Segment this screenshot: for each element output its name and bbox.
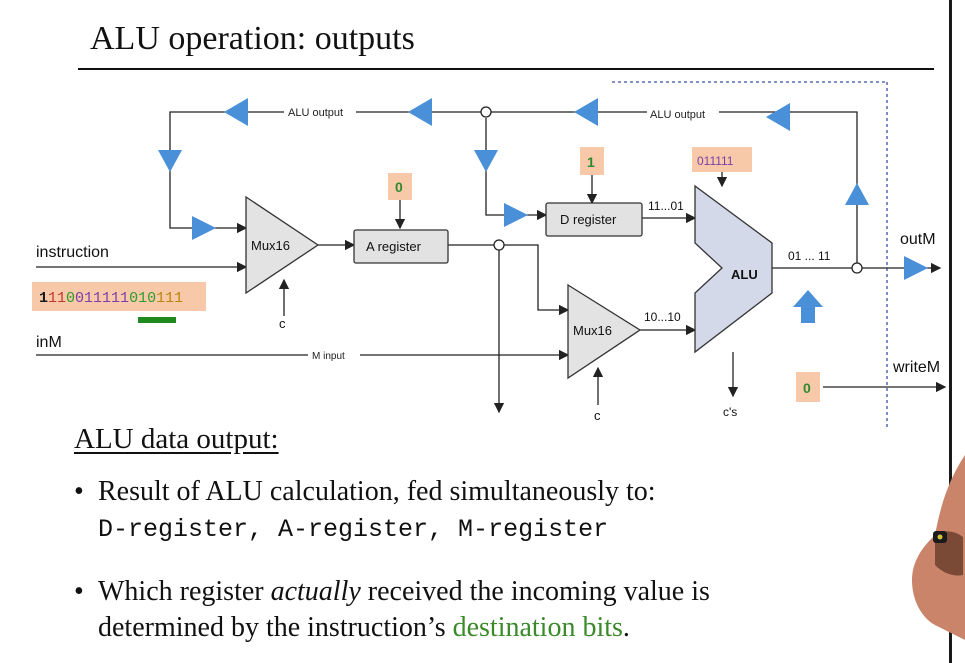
title-rule [78, 68, 934, 70]
bullet-1: •Result of ALU calculation, fed simultan… [74, 476, 656, 544]
d-register-value-box [580, 147, 604, 175]
alu-control-label: c's [723, 405, 737, 419]
a-register-value: 0 [395, 179, 403, 195]
writeM-label: writeM [892, 359, 940, 376]
instruction-bit-segment: 111 [156, 290, 183, 307]
bullet-2-pre: Which register [98, 576, 271, 607]
instruction-bit-segment: 010 [129, 290, 156, 307]
mux16-upper [245, 195, 320, 295]
destination-bits-highlight [138, 317, 176, 323]
flow-arrow-icon [574, 98, 598, 126]
d-bus-label: 11...01 [648, 199, 684, 213]
instruction-bit-segment: 11 [48, 290, 66, 307]
flow-arrow-icon [904, 256, 928, 280]
flow-arrow-icon [192, 216, 216, 240]
flow-arrow-icon [224, 98, 248, 126]
outM-label: outM [900, 231, 936, 248]
am-bus-label: 10...10 [644, 310, 681, 324]
mux2-label: Mux16 [573, 323, 612, 338]
instruction-bit-segment: 1 [39, 290, 48, 307]
inM-label: inM [36, 334, 62, 351]
flow-arrow-icon [474, 150, 498, 172]
section-heading: ALU data output: [74, 423, 279, 455]
instruction-bits: 1110011111010111 [39, 290, 183, 307]
instruction-bit-segment: 011111 [75, 290, 129, 307]
bullet-1-line-1: Result of ALU calculation, fed simultane… [98, 476, 656, 507]
m-input-label: M input [312, 351, 345, 362]
bullet-2: •Which register actually received the in… [74, 576, 710, 643]
flow-arrow-icon [158, 150, 182, 172]
slide-title: ALU operation: outputs [90, 20, 415, 57]
mux2-control-label: c [594, 408, 601, 423]
bullet-2-emphasis: actually [270, 576, 361, 607]
mux1-label: Mux16 [251, 238, 290, 253]
a-register [353, 229, 449, 264]
up-arrow-icon [793, 290, 823, 323]
flow-arrow-icon [845, 183, 869, 205]
instruction-bits-box [32, 282, 206, 311]
flow-arrow-icon [408, 98, 432, 126]
alu-out-label: 01 ... 11 [788, 249, 831, 263]
a-register-label: A register [366, 239, 422, 254]
right-border [949, 0, 952, 663]
writeM-value-box [796, 372, 820, 402]
mux16-lower [567, 283, 642, 380]
bullet-2-post: received the incoming value is [360, 576, 710, 607]
bullet-2-line-2-post: . [622, 612, 630, 643]
bullet-2-line-2-pre: determined by the instruction’s [98, 612, 453, 643]
flow-arrow-icon [766, 103, 790, 131]
control-bits-value: 011111 [697, 154, 734, 168]
d-register-label: D register [560, 212, 617, 227]
destination-bits-text: destination bits [452, 612, 623, 643]
feedback-right-label: ALU output [650, 109, 705, 121]
a-register-value-box [388, 173, 412, 200]
d-register-value: 1 [587, 154, 595, 170]
feedback-left-label: ALU output [288, 107, 343, 119]
junctions [480, 106, 863, 274]
instruction-label: instruction [36, 244, 109, 261]
bullet-1-line-2: D-register, A-register, M-register [98, 515, 609, 544]
writeM-value: 0 [803, 380, 811, 396]
flow-arrow-icon [504, 203, 528, 227]
control-bits-box [692, 147, 752, 172]
d-register [545, 202, 643, 237]
instruction-bit-segment: 0 [66, 290, 75, 307]
alu [694, 184, 773, 354]
presenter-hand-image [911, 455, 965, 640]
dashed-boundary [612, 81, 888, 428]
alu-output-diagram: ALU output ALU output instruction 111001… [32, 81, 947, 428]
mux1-control-label: c [279, 316, 286, 331]
alu-label: ALU [731, 267, 758, 282]
